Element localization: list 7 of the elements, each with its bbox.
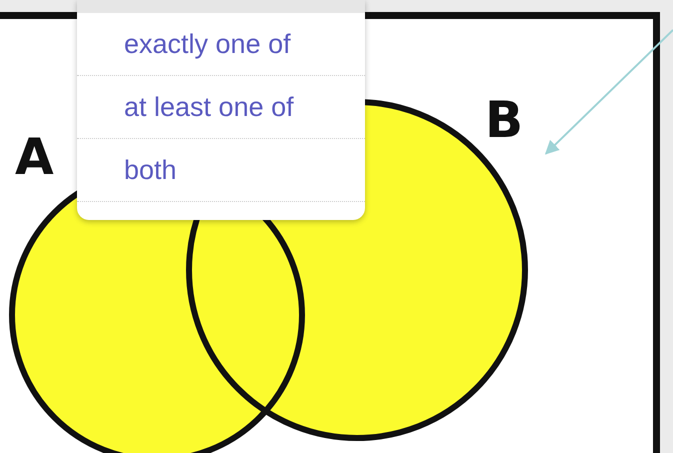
dropdown-menu bbox=[77, 0, 365, 220]
menu-option: at least one of bbox=[77, 76, 365, 139]
arrow bbox=[544, 29, 673, 155]
menu-option: exactly one of bbox=[77, 13, 365, 76]
set-label: B bbox=[485, 95, 524, 145]
menu-option: both bbox=[77, 139, 365, 202]
set-label: A bbox=[15, 132, 54, 182]
